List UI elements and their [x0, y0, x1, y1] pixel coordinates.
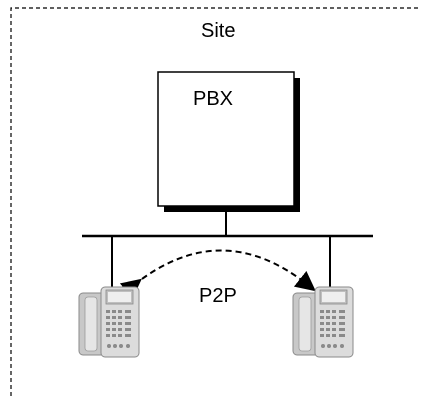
p2p-arrow — [119, 249, 316, 300]
p2p-label: P2P — [199, 285, 237, 307]
ip-phone-icon — [292, 286, 354, 358]
ip-phone-icon — [78, 286, 140, 358]
site-boundary — [10, 7, 418, 397]
pbx-box — [157, 71, 295, 207]
pbx-label: PBX — [193, 88, 234, 110]
site-label: Site — [201, 20, 236, 42]
